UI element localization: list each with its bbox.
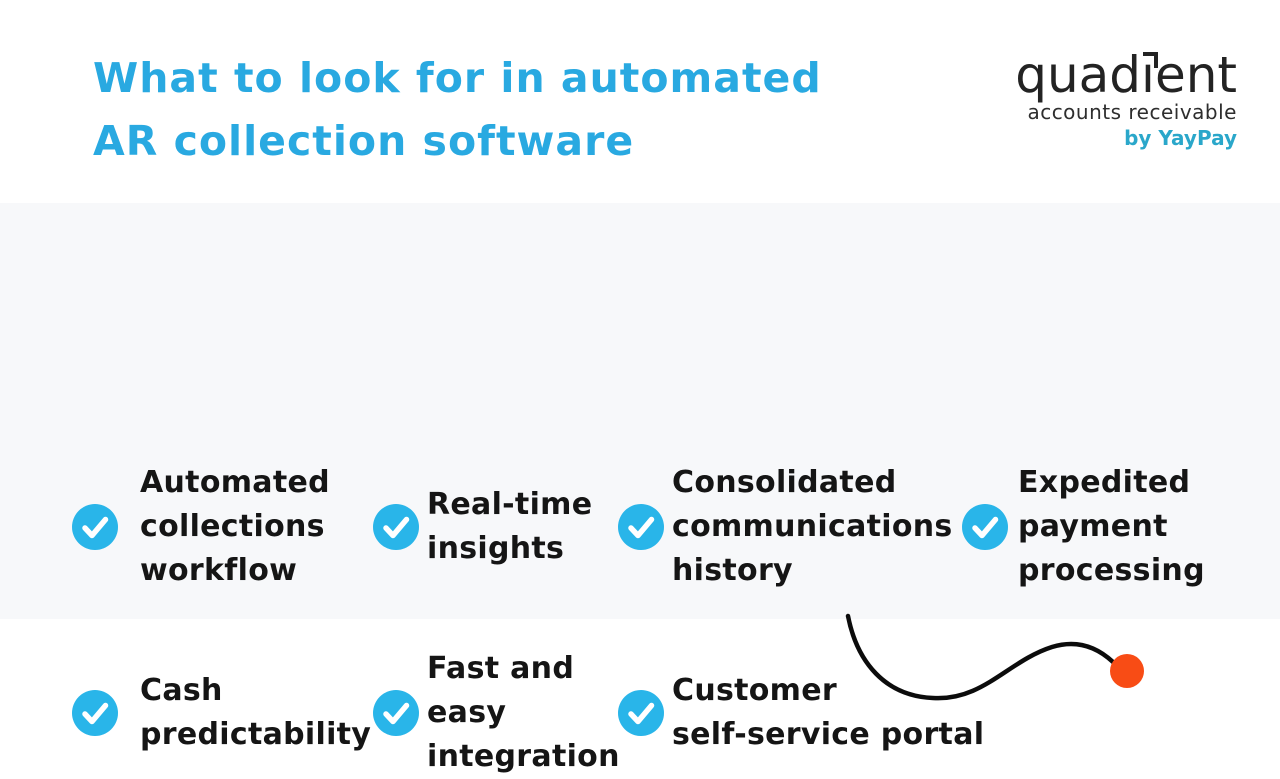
feature-label: Expedited payment processing xyxy=(1018,465,1205,588)
check-circle-icon xyxy=(618,504,664,550)
feature-label: Automated collections workflow xyxy=(140,465,330,588)
check-circle-icon xyxy=(72,504,118,550)
feature-item-expedited-payment-processing: Expedited payment processing xyxy=(962,461,1205,593)
feature-label: Consolidated communications history xyxy=(672,465,953,588)
decorative-squiggle xyxy=(845,613,1144,701)
orange-dot xyxy=(1110,654,1144,688)
feature-item-consolidated-communications-history: Consolidated communications history xyxy=(618,461,953,593)
feature-item-cash-predictability: Cash predictability xyxy=(72,669,371,757)
check-circle-icon xyxy=(618,690,664,736)
infographic-canvas: What to look for in automated AR collect… xyxy=(0,50,1280,774)
page-title: What to look for in automated AR collect… xyxy=(93,54,822,165)
logo-corner-bracket-icon xyxy=(1143,52,1159,68)
feature-item-automated-collections-workflow: Automated collections workflow xyxy=(72,461,330,593)
check-circle-icon xyxy=(373,504,419,550)
wordmark-part-pre: quad xyxy=(1015,46,1142,104)
wordmark-dotless-i: ı xyxy=(1141,46,1155,104)
feature-label: Fast and easy integration xyxy=(427,651,620,774)
logo-tagline: accounts receivable xyxy=(1027,100,1237,124)
wordmark-part-post: ent xyxy=(1154,46,1237,104)
feature-item-fast-easy-integration: Fast and easy integration xyxy=(373,647,620,779)
squiggle-line xyxy=(845,613,1116,701)
feature-item-real-time-insights: Real-time insights xyxy=(373,483,592,571)
logo-byline: by YayPay xyxy=(1124,126,1237,150)
check-circle-icon xyxy=(962,504,1008,550)
features-panel: Automated collections workflow Real-time… xyxy=(0,203,1280,774)
check-circle-icon xyxy=(373,690,419,736)
feature-label: Cash predictability xyxy=(140,673,372,752)
feature-label: Real-time insights xyxy=(427,487,593,566)
wordmark-letter-i: ı xyxy=(1141,50,1159,100)
check-circle-icon xyxy=(72,690,118,736)
